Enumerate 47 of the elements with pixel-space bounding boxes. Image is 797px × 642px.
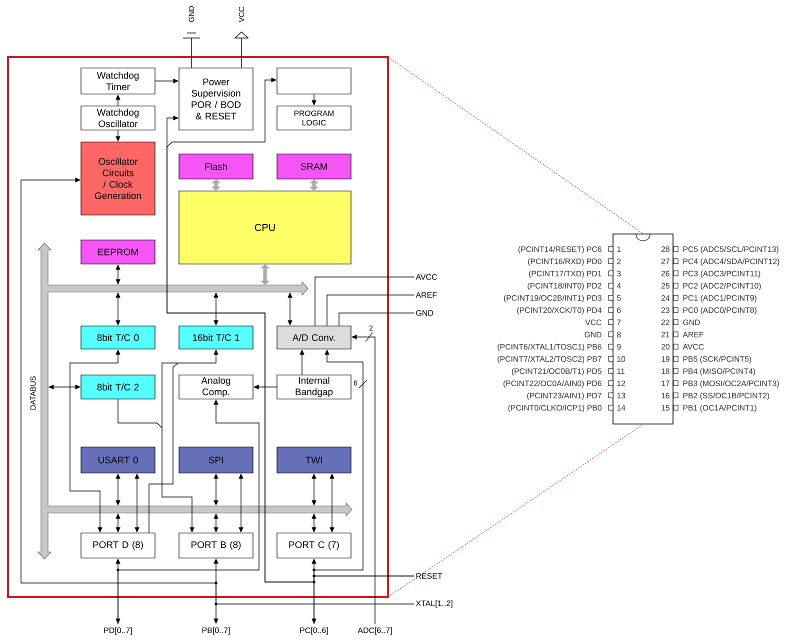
block-box: Internal Bandgap xyxy=(276,374,352,400)
block-box: Flash xyxy=(178,154,254,180)
line xyxy=(326,294,414,326)
block-box: 16bit T/C 1 xyxy=(178,326,254,350)
signal-label: RESET xyxy=(416,573,442,579)
projection-line xyxy=(388,424,644,598)
block-box: 8bit T/C 2 xyxy=(80,374,156,400)
fat-arrow xyxy=(260,264,270,285)
signal-label: ADC[6..7] xyxy=(358,627,392,635)
signal-label: AVCC xyxy=(416,274,438,280)
block-box: TWI xyxy=(276,446,352,474)
line xyxy=(314,276,414,326)
line xyxy=(338,312,414,326)
arrow xyxy=(20,178,414,604)
projection-line xyxy=(388,56,644,234)
line xyxy=(162,362,178,428)
bus-bar xyxy=(48,502,352,517)
bus-bar xyxy=(48,281,308,296)
fat-arrow xyxy=(309,179,319,191)
line xyxy=(118,398,162,428)
fat-arrow xyxy=(211,179,221,191)
line xyxy=(148,362,178,534)
line xyxy=(191,38,192,68)
signal-label: AREF xyxy=(416,292,437,298)
empty-box xyxy=(276,68,352,94)
block-box: Watchdog Timer xyxy=(80,68,156,94)
signal-label: PC[0..6] xyxy=(300,627,328,635)
chip-outline xyxy=(7,56,389,598)
block-box: PORT C (7) xyxy=(276,532,352,558)
block-box: CPU xyxy=(178,190,352,264)
block-box: Analog Comp. xyxy=(178,374,254,400)
signal-label: PD[0..7] xyxy=(104,627,132,635)
block-box: Watchdog Oscillator xyxy=(80,106,156,130)
block-box: SRAM xyxy=(276,154,352,180)
line xyxy=(241,38,242,68)
block-box: SPI xyxy=(178,446,254,474)
block-box: Oscillator Circuits / Clock Generation xyxy=(80,142,156,216)
signal-label: XTAL[1..2] xyxy=(416,600,452,608)
block-box: USART 0 xyxy=(80,446,156,474)
block-box: PORT D (8) xyxy=(80,532,156,558)
block-box: EEPROM xyxy=(80,240,156,264)
block-box: 8bit T/C 0 xyxy=(80,326,156,350)
signal-label: PB[0..7] xyxy=(202,627,230,635)
signal-label: GND xyxy=(416,310,434,316)
block-box: Power Supervision POR / BOD & RESET xyxy=(178,68,254,130)
block-box: PORT B (8) xyxy=(178,532,254,558)
block-box: A/D Conv. xyxy=(276,326,352,350)
